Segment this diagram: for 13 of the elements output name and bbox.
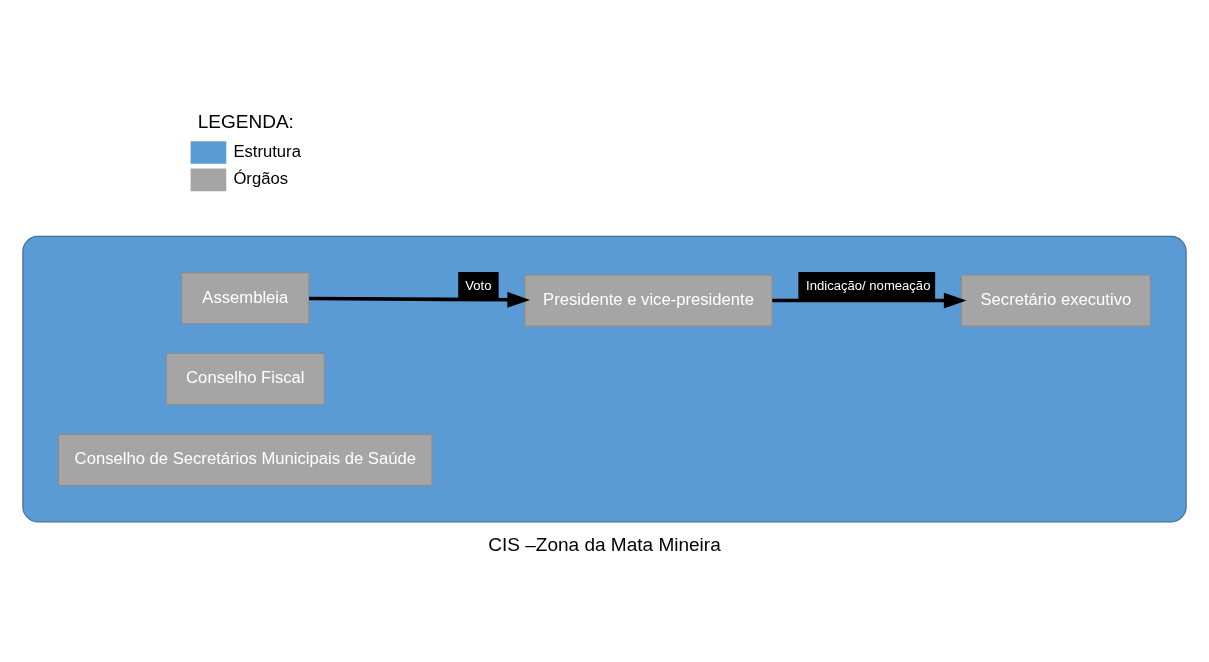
node-box: Conselho de Secretários Municipais de Saúde	[57, 433, 433, 486]
label: LEGENDA:	[197, 110, 294, 132]
node-box: Assembleia	[181, 271, 310, 324]
node-box: Conselho Fiscal	[165, 352, 325, 405]
edge-label: Indicação/ nomeação	[806, 277, 931, 293]
node-box: Presidente e vice-presidente	[524, 273, 773, 327]
arrow	[772, 292, 967, 308]
edge-label: Voto	[465, 277, 492, 293]
legend-label: Órgãos	[233, 168, 288, 188]
caption: CIS –Zona da Mata Mineira	[488, 533, 721, 555]
cluster	[22, 235, 1187, 522]
legend-label: Estrutura	[233, 141, 301, 161]
node-box: Secretário executivo	[960, 273, 1152, 327]
